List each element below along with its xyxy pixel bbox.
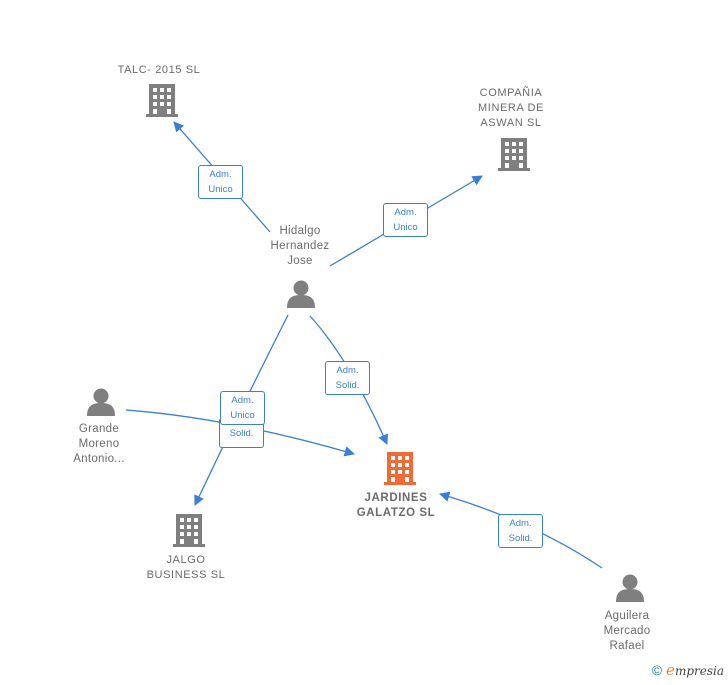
relation-badge: Adm. Solid.: [498, 514, 543, 548]
building-icon[interactable]: [384, 452, 416, 485]
node-label-aguilera[interactable]: Aguilera Mercado Rafael: [603, 610, 651, 652]
building-icon[interactable]: [146, 84, 178, 117]
relation-badge: Adm. Solid.: [325, 361, 370, 395]
relation-badge: Adm. Unico: [198, 165, 243, 199]
node-label-jalgo[interactable]: JALGO BUSINESS SL: [146, 554, 226, 581]
relation-badge: Adm. Unico: [383, 203, 428, 237]
node-label-talc[interactable]: TALC- 2015 SL: [117, 64, 201, 76]
brand-name: mpresia: [674, 664, 724, 678]
person-icon[interactable]: [87, 388, 115, 417]
node-label-compania[interactable]: COMPAÑIA MINERA DE ASWAN SL: [478, 87, 544, 129]
person-icon[interactable]: [616, 574, 644, 603]
building-icon[interactable]: [173, 514, 205, 547]
brand-footer: ©empresia: [652, 661, 724, 679]
copyright-icon: ©: [651, 662, 663, 678]
relation-badge: Adm. Unico: [220, 391, 265, 425]
building-icon[interactable]: [498, 138, 530, 171]
node-label-jardines[interactable]: JARDINES GALATZO SL: [356, 492, 436, 519]
person-icon[interactable]: [287, 280, 315, 309]
brand-logo-e: e: [666, 661, 675, 679]
node-label-hidalgo[interactable]: Hidalgo Hernandez Jose: [270, 225, 330, 267]
node-label-grande[interactable]: Grande Moreno Antonio...: [73, 423, 125, 465]
